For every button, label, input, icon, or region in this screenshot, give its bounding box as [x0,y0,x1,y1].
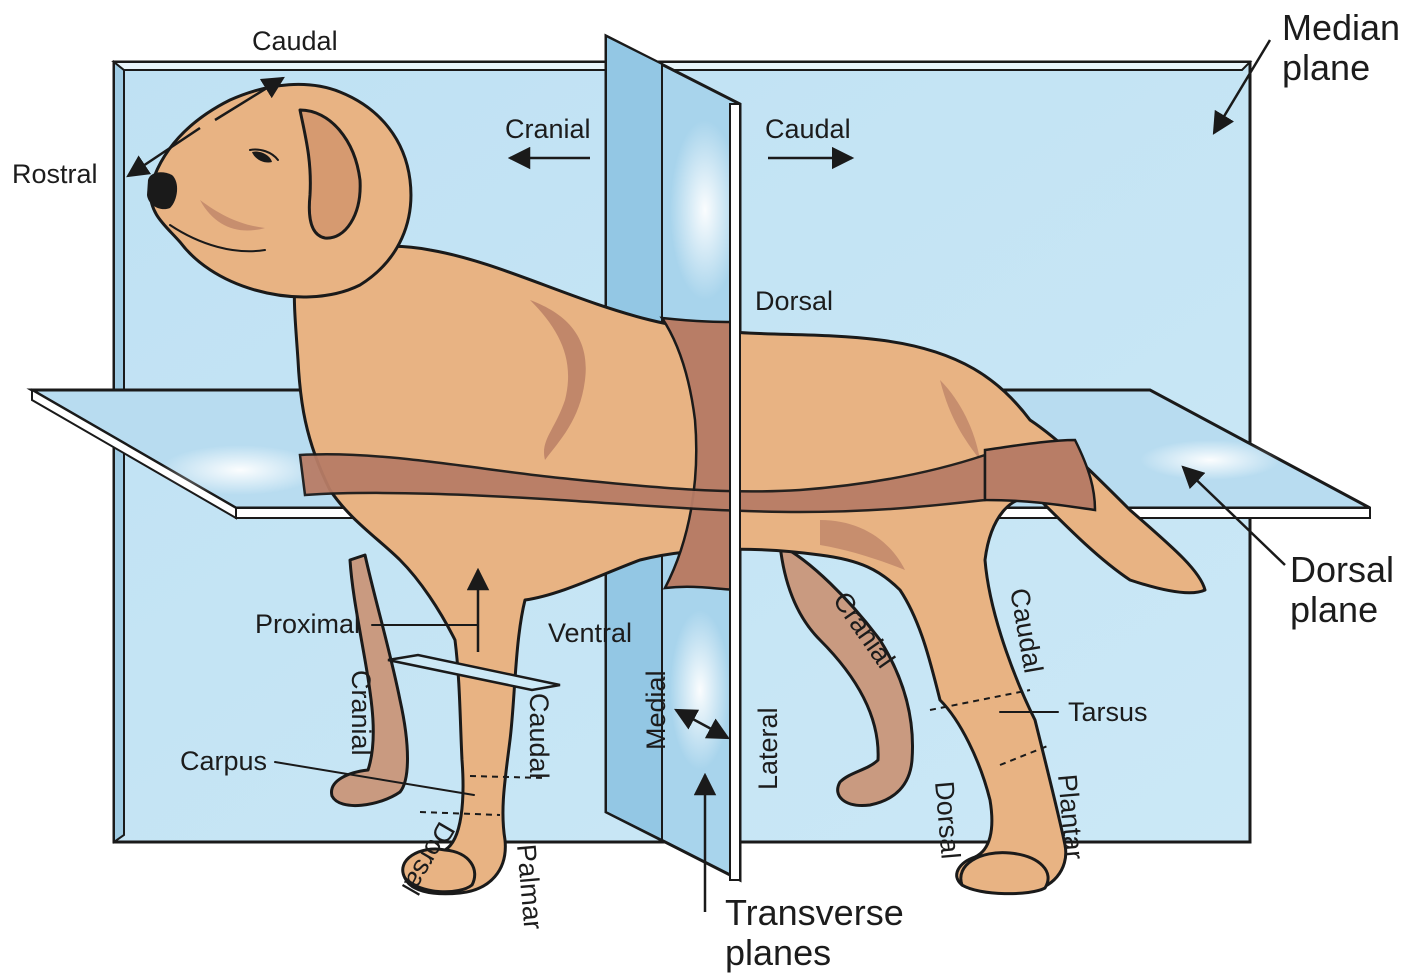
label-dorsal-plane-1: Dorsal [1290,549,1394,590]
label-medial: Medial [641,670,671,750]
label-tarsus: Tarsus [1068,697,1148,727]
label-rostral: Rostral [12,159,98,189]
label-cranial: Cranial [505,114,591,144]
transverse-plane-edge [730,104,740,880]
label-lateral: Lateral [753,707,783,790]
label-proximal: Proximal [255,609,360,639]
label-dorsal-plane-2: plane [1290,589,1378,630]
label-transverse-2: planes [725,932,831,973]
label-median-plane-2: plane [1282,47,1370,88]
label-transverse-1: Transverse [725,892,904,933]
label-dorsal: Dorsal [755,286,833,316]
label-cranial-foreleg: Cranial [346,670,376,756]
label-median-plane-1: Median [1282,7,1400,48]
label-ventral: Ventral [548,618,632,648]
label-caudal: Caudal [765,114,851,144]
label-dorsal-hindpaw: Dorsal [929,780,966,860]
label-caudal-foreleg: Caudal [524,693,554,779]
label-palmar: Palmar [511,843,548,931]
label-head-caudal: Caudal [252,26,338,56]
label-carpus: Carpus [180,746,267,776]
